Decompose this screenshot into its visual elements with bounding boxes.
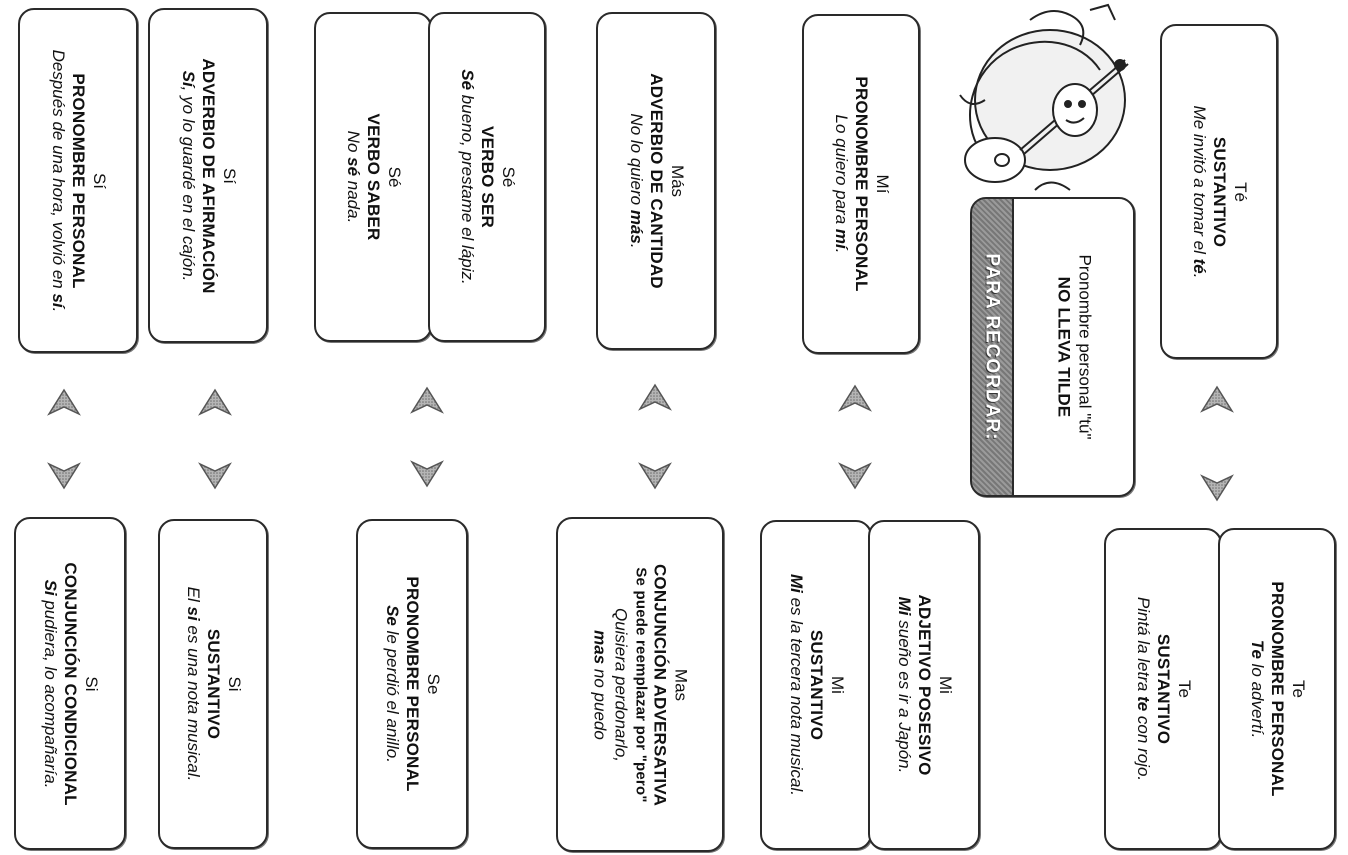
card-text: Sí PRONOMBRE PERSONAL Después de una hor… [47, 49, 109, 312]
example: Te lo advertí. [1247, 639, 1267, 739]
word: Te [1175, 680, 1195, 698]
example: Pintá la letra te con rojo. [1133, 596, 1153, 782]
card-text: Sí ADVERBIO DE AFIRMACIÓN Sí, yo lo guar… [177, 58, 239, 293]
card-mi-sustantivo: Mi SUSTANTIVO Mi es la tercera nota musi… [760, 520, 872, 850]
up-arrow-icon [1200, 385, 1234, 413]
word: Sé [385, 166, 405, 188]
down-arrow-icon [47, 462, 81, 490]
card-text: Mi ADJETIVO POSESIVO Mi sueño es ir a Ja… [893, 594, 955, 775]
example: Sí, yo lo guardé en el cajón. [178, 70, 198, 281]
card-text: Si SUSTANTIVO El si es una nota musical. [182, 587, 244, 782]
card-text: Mi SUSTANTIVO Mi es la tercera nota musi… [785, 574, 847, 796]
example: No sé nada. [343, 130, 363, 224]
word: Más [668, 164, 688, 198]
card-se-saber: Sé VERBO SABER No sé nada. [314, 12, 432, 342]
word: Mas [671, 668, 691, 701]
example: Se le perdió el anillo. [382, 605, 402, 763]
category: VERBO SABER [364, 113, 384, 241]
card-text: Si CONJUNCIÓN CONDICIONAL Si pudiera, lo… [39, 562, 101, 805]
category: ADVERBIO DE CANTIDAD [647, 73, 667, 289]
para-recordar-body: Pronombre personal "tú" NO LLEVA TILDE [1014, 199, 1133, 495]
example: Sé bueno, prestame el lápiz. [457, 69, 477, 285]
up-arrow-icon [47, 388, 81, 416]
card-text: Mí PRONOMBRE PERSONAL Lo quiero para mí. [830, 76, 892, 291]
para-recordar-label: PARA RECORDAR: [981, 253, 1003, 441]
word: Mi [828, 676, 848, 694]
down-arrow-icon [638, 462, 672, 490]
word: Sé [499, 166, 519, 188]
category: PRONOMBRE PERSONAL [403, 576, 423, 792]
card-text: Té SUSTANTIVO Me invitó a tomar el té. [1188, 105, 1250, 278]
example: Lo quiero para mí. [831, 114, 851, 254]
para-recordar-line1: Pronombre personal "tú" [1075, 254, 1095, 440]
example-line-1: Quisiera perdonarlo, [611, 607, 631, 762]
para-recordar-box: PARA RECORDAR: Pronombre personal "tú" N… [970, 197, 1135, 497]
down-arrow-icon [410, 460, 444, 488]
category: SUSTANTIVO [1210, 136, 1230, 247]
card-se-pronombre: Se PRONOMBRE PERSONAL Se le perdió el an… [356, 519, 468, 849]
para-recordar-title: PARA RECORDAR: [972, 199, 1014, 495]
category: SUSTANTIVO [204, 628, 224, 740]
category: CONJUNCIÓN ADVERSATIVA [650, 563, 670, 806]
note: Se puede reemplazar por "pero" [632, 566, 650, 803]
word: Sí [90, 172, 110, 189]
card-si-adverbio: Sí ADVERBIO DE AFIRMACIÓN Sí, yo lo guar… [148, 8, 268, 343]
card-text: Sé VERBO SER Sé bueno, prestame el lápiz… [456, 69, 518, 284]
card-te-sustantivo: Té SUSTANTIVO Me invitó a tomar el té. [1160, 24, 1278, 359]
category: ADJETIVO POSESIVO [915, 594, 935, 776]
para-recordar-text: Pronombre personal "tú" NO LLEVA TILDE [1053, 254, 1095, 440]
up-arrow-icon [838, 384, 872, 412]
example: Me invitó a tomar el té. [1189, 105, 1209, 278]
card-se-ser: Sé VERBO SER Sé bueno, prestame el lápiz… [428, 12, 546, 342]
word: Sí [220, 167, 240, 184]
card-si-conjuncion: Si CONJUNCIÓN CONDICIONAL Si pudiera, lo… [14, 517, 126, 850]
down-arrow-icon [198, 462, 232, 490]
down-arrow-icon [838, 462, 872, 490]
example: Si pudiera, lo acompañaría. [40, 579, 60, 788]
musician-illustration [959, 3, 1129, 191]
category: SUSTANTIVO [1154, 633, 1174, 745]
word: Si [225, 676, 245, 692]
category: CONJUNCIÓN CONDICIONAL [61, 561, 81, 806]
word: Té [1231, 181, 1251, 202]
word: Si [82, 675, 102, 692]
card-text: Sé VERBO SABER No sé nada. [342, 114, 404, 241]
card-text: Mas CONJUNCIÓN ADVERSATIVA Se puede reem… [589, 563, 691, 806]
card-text: Se PRONOMBRE PERSONAL Se le perdió el an… [381, 576, 443, 791]
down-arrow-icon [1200, 474, 1234, 502]
category: VERBO SER [478, 126, 498, 228]
category: PRONOMBRE PERSONAL [69, 72, 89, 289]
word: Te [1289, 680, 1309, 698]
example: Mi es la tercera nota musical. [786, 573, 806, 797]
card-si-pronombre: Sí PRONOMBRE PERSONAL Después de una hor… [18, 8, 138, 353]
example: Mi sueño es ir a Japón. [894, 596, 914, 774]
card-text: Te SUSTANTIVO Pintá la letra te con rojo… [1132, 597, 1194, 781]
up-arrow-icon [198, 388, 232, 416]
example: No lo quiero más. [626, 113, 646, 249]
card-mas-conjuncion: Mas CONJUNCIÓN ADVERSATIVA Se puede reem… [556, 517, 724, 852]
word: Se [424, 673, 444, 695]
up-arrow-icon [638, 383, 672, 411]
example: Después de una hora, volvió en sí. [48, 49, 68, 312]
word: Mí [873, 174, 893, 194]
card-text: Te PRONOMBRE PERSONAL Te lo advertí. [1246, 581, 1308, 796]
card-si-sustantivo: Si SUSTANTIVO El si es una nota musical. [158, 519, 268, 849]
category: PRONOMBRE PERSONAL [852, 76, 872, 292]
example: El si es una nota musical. [183, 586, 203, 782]
card-te-sustantivo-nota: Te SUSTANTIVO Pintá la letra te con rojo… [1104, 528, 1222, 850]
category: PRONOMBRE PERSONAL [1268, 581, 1288, 797]
up-arrow-icon [410, 386, 444, 414]
category: ADVERBIO DE AFIRMACIÓN [199, 57, 219, 294]
example-line-2: mas no puedo [591, 629, 611, 740]
card-mi-pronombre: Mí PRONOMBRE PERSONAL Lo quiero para mí. [802, 14, 920, 354]
category: SUSTANTIVO [807, 629, 827, 741]
card-mas-adverbio: Más ADVERBIO DE CANTIDAD No lo quiero má… [596, 12, 716, 350]
card-mi-adjetivo: Mi ADJETIVO POSESIVO Mi sueño es ir a Ja… [868, 520, 980, 850]
word: Mi [936, 676, 956, 694]
card-te-pronombre: Te PRONOMBRE PERSONAL Te lo advertí. [1218, 528, 1336, 850]
para-recordar-line2: NO LLEVA TILDE [1054, 276, 1074, 418]
card-text: Más ADVERBIO DE CANTIDAD No lo quiero má… [625, 73, 687, 289]
